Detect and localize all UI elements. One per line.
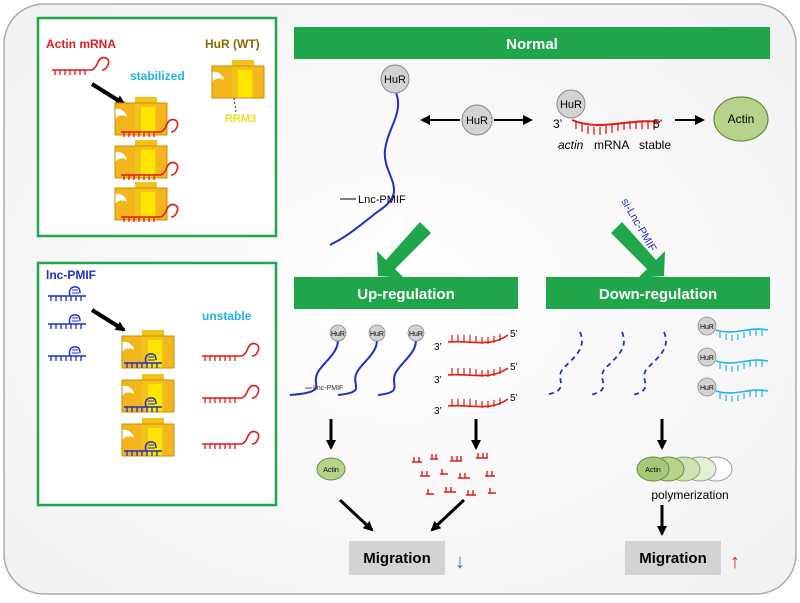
up-hur-3 — [407, 324, 425, 342]
arrow-bind-top — [90, 82, 126, 106]
normal-title: Normal — [506, 36, 558, 53]
up-lnc-1 — [289, 331, 339, 396]
hur-bound-lnc — [380, 64, 410, 94]
up-free-mrna: 3’ 5’ 3’ 5’ 3’ 5’ — [434, 329, 518, 417]
hur-lnc-complex-2 — [120, 373, 175, 413]
hur-free-label: HuR — [466, 115, 488, 127]
actin-polymer: Actin — [636, 456, 733, 482]
up-lnc-2 — [337, 331, 378, 396]
hur-wt-block — [210, 59, 265, 99]
label-unstable: unstable — [202, 309, 252, 323]
up-hur-3-label: HuR — [409, 331, 423, 338]
down-trend-arrow: ↑ — [730, 551, 740, 573]
hur-bound-mrna-label: HuR — [560, 99, 582, 111]
arrow-fragments-to-migration — [430, 498, 466, 532]
up-mrna3-5p: 5’ — [510, 393, 518, 404]
up-hur-1-label: HuR — [331, 331, 345, 338]
panel-actin-stabilized: Actin mRNA HuR (WT) RRM3 stabilized — [36, 16, 278, 238]
lnc-pmif-label: Lnc-PMIF — [358, 194, 406, 206]
up-mrna3-3p: 3’ — [434, 406, 442, 417]
up-trend-arrow: ↓ — [455, 551, 465, 573]
down-banner — [546, 277, 770, 309]
polymerization-label: polymerization — [651, 488, 728, 502]
up-mrna2-5p: 5’ — [510, 362, 518, 373]
degraded-mrna-fragments — [412, 453, 496, 496]
mrna-5prime: 5’ — [653, 117, 662, 131]
label-hur-wt: HuR (WT) — [205, 37, 260, 51]
normal-state: HuR Lnc-PMIF HuR HuR 3’ 5’ actin mRNA st… — [329, 64, 769, 246]
actin-mrna-strand — [571, 119, 661, 126]
arrow-actin-to-migration — [338, 498, 374, 532]
down-actin-label: Actin — [645, 467, 661, 474]
hur-bound-mrna — [556, 89, 586, 119]
arrow-bind-bottom — [90, 308, 126, 332]
down-hur-1-label: HuR — [700, 324, 714, 331]
down-hur-2-label: HuR — [700, 355, 714, 362]
up-title: Up-regulation — [357, 286, 455, 303]
up-banner — [294, 277, 518, 309]
down-migration-label: Migration — [639, 550, 707, 567]
panel-lnc-unstable: lnc-PMIF unstable — [36, 261, 278, 507]
normal-banner — [294, 27, 770, 59]
label-actin-mrna: Actin mRNA — [46, 37, 116, 51]
up-mrna1-3p: 3’ — [434, 342, 442, 353]
hur-lnc-complex-3 — [120, 417, 175, 457]
actin-protein-label: Actin — [728, 112, 755, 126]
stable-word: stable — [639, 138, 671, 152]
up-hur-2 — [368, 324, 386, 342]
up-migration-box — [349, 541, 445, 575]
up-lnc-small-label: Lnc-PMIF — [313, 385, 343, 392]
actin-italic: actin — [558, 138, 584, 152]
hur-free — [461, 104, 493, 136]
up-migration-label: Migration — [363, 550, 431, 567]
label-lnc-pmif: lnc-PMIF — [46, 268, 96, 282]
down-migration-box — [625, 541, 721, 575]
up-mrna1-5p: 5’ — [510, 329, 518, 340]
down-hur-3-label: HuR — [700, 385, 714, 392]
mrna-3prime: 3’ — [553, 117, 562, 131]
actin-protein — [713, 96, 769, 142]
label-stabilized: stabilized — [130, 69, 185, 83]
up-mrna2-3p: 3’ — [434, 375, 442, 386]
hur-bound-lnc-label: HuR — [384, 74, 406, 86]
label-rrm3: RRM3 — [225, 113, 256, 125]
mrna-word: mRNA — [594, 138, 629, 152]
actin-mrna-ticks — [575, 121, 655, 135]
down-stable-mrna: HuR HuR HuR — [697, 316, 769, 402]
up-actin — [316, 457, 346, 481]
up-actin-label: Actin — [323, 467, 339, 474]
lnc-pmif-strand — [329, 83, 399, 246]
hur-lnc-complex-1 — [120, 329, 175, 369]
down-title: Down-regulation — [599, 286, 717, 303]
up-hur-2-label: HuR — [370, 331, 384, 338]
up-hur-1 — [329, 324, 347, 342]
down-degraded-lnc — [544, 331, 667, 396]
up-lnc-group: HuR HuR HuR Lnc-PMIF — [289, 324, 425, 396]
up-lnc-3 — [377, 331, 417, 396]
